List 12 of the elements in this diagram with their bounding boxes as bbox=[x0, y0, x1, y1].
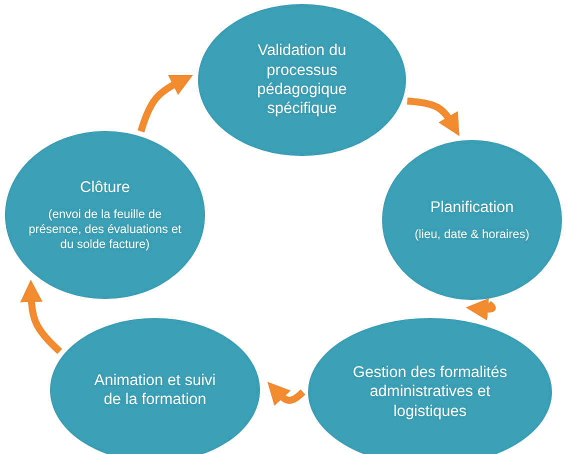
step-title: Clôture bbox=[80, 178, 130, 198]
step-title: Gestion des formalités administratives et logistiques bbox=[352, 362, 508, 422]
step-detail: (lieu, date & horaires) bbox=[414, 227, 530, 242]
step-detail: (envoi de la feuille de présence, des évaluations et du solde facture) bbox=[28, 207, 182, 252]
curved-arrow bbox=[138, 74, 193, 132]
curved-arrow bbox=[267, 382, 306, 406]
curved-arrow bbox=[20, 280, 62, 354]
step-title: Validation du processus pédagogique spécifique bbox=[256, 41, 348, 119]
curved-arrow bbox=[406, 97, 460, 136]
step-title: Planification bbox=[430, 198, 514, 218]
step-title: Animation et suivi de la formation bbox=[93, 370, 217, 410]
curved-arrow bbox=[466, 298, 496, 320]
